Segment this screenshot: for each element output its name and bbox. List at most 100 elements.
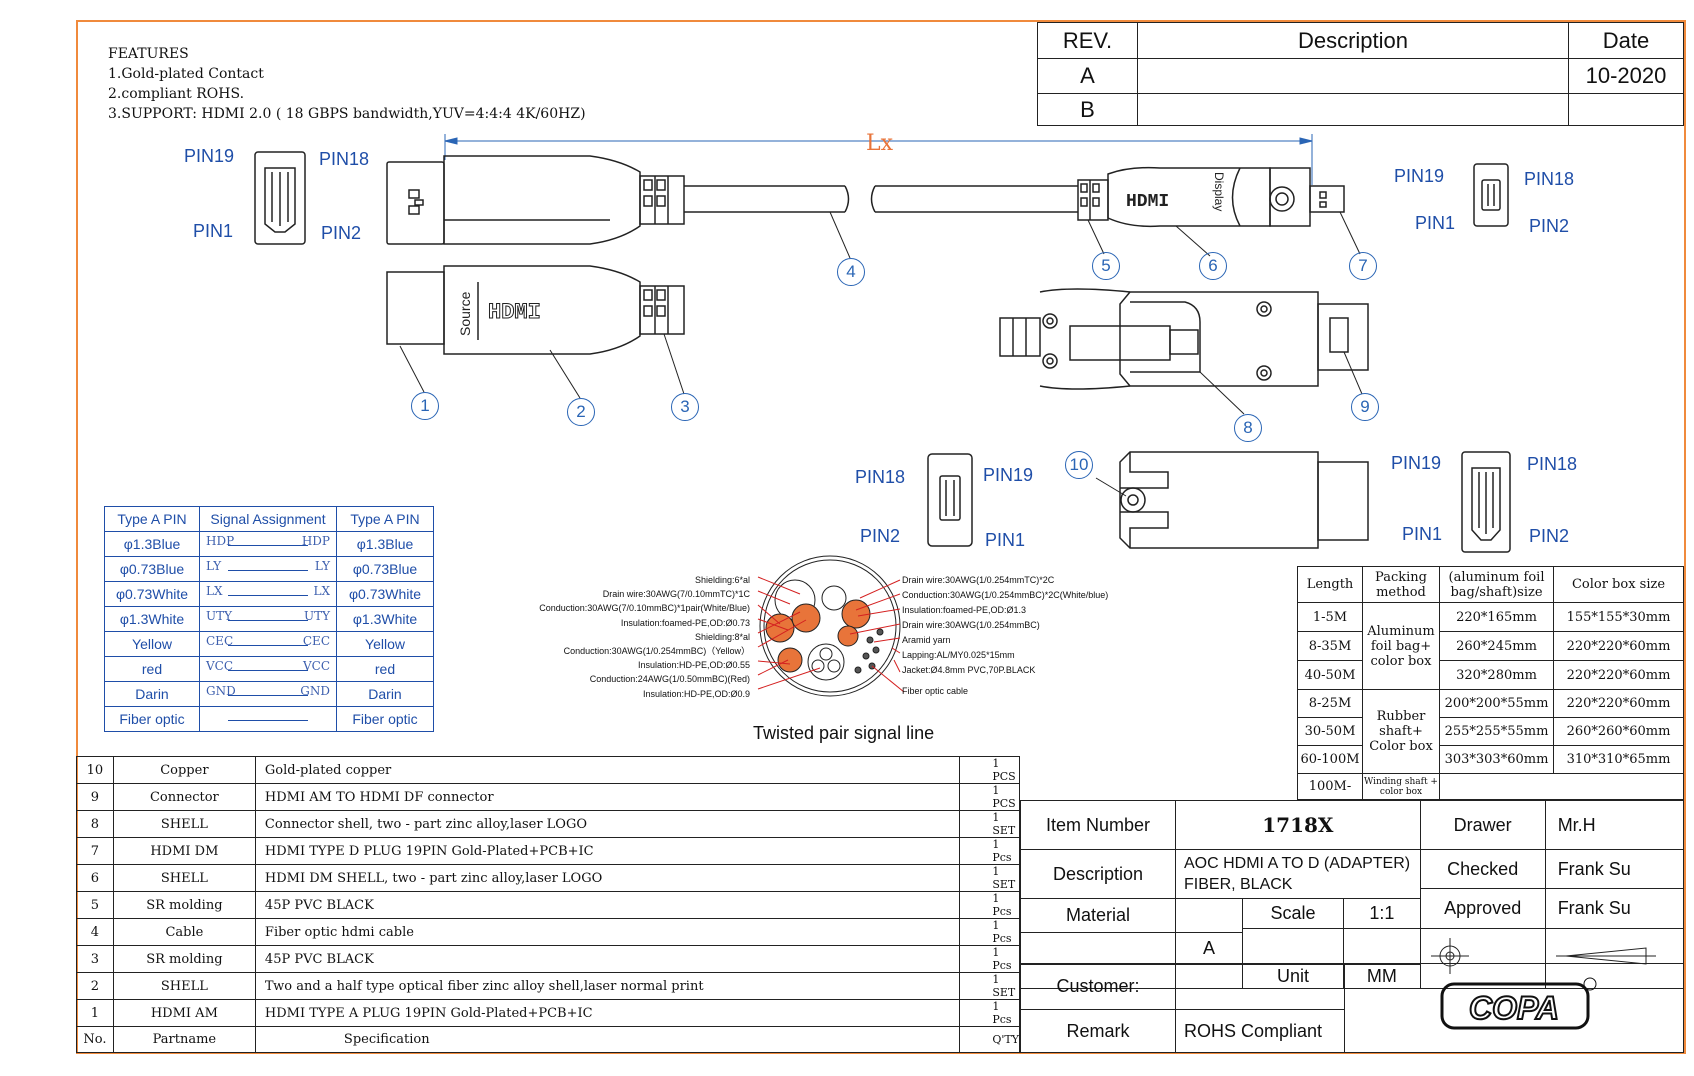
hdmi-d-plug-top (1077, 166, 1345, 228)
description: AOC HDMI A TO D (ADAPTER) FIBER, BLACK (1175, 849, 1421, 899)
signal-line (228, 544, 308, 546)
bom-spec: HDMI TYPE D PLUG 19PIN Gold-Plated+PCB+I… (254, 837, 961, 865)
customer-block: Customer: COPA Remark ROHS Compliant (1020, 963, 1684, 1053)
customer-label: Customer: (1020, 963, 1176, 1010)
copa-logo: COPA (1440, 977, 1597, 1029)
pin-signal (199, 706, 337, 732)
pin-left: φ1.3Blue (104, 531, 200, 557)
bom-partname: HDMI AM (112, 999, 256, 1027)
length-cell: 30-50M (1297, 717, 1363, 746)
description-line: AOC HDMI A TO D (ADAPTER) (1184, 855, 1411, 872)
customer (1175, 963, 1345, 1010)
feature-item: 2.compliant ROHS. (108, 86, 245, 102)
rev-cell: B (1037, 93, 1138, 126)
cable-label: Drain wire:30AWG(1/0.254mmBC) (902, 620, 1040, 630)
hdmi-d-connector-face (927, 163, 1509, 547)
bom-spec: Connector shell, two - part zinc alloy,l… (254, 810, 961, 838)
callout-1: 1 (411, 392, 439, 420)
cable-label: Insulation:HD-PE,OD:Ø0.55 (637, 660, 750, 671)
pin-left: Darin (104, 681, 200, 707)
cable-label: Shielding:8*al (694, 631, 750, 642)
signal-left: CEC (206, 634, 234, 648)
bom-partname: Connector (112, 783, 256, 811)
bom-no: 8 (76, 810, 114, 838)
pin-right: φ1.3White (336, 606, 434, 632)
signal-left: LX (206, 584, 223, 598)
pin2-label: PIN2 (321, 223, 362, 243)
bom-footer: No. (76, 1026, 114, 1053)
item-number-label: Item Number (1020, 800, 1176, 850)
bom-spec: Two and a half type optical fiber zinc a… (254, 972, 961, 1000)
cable-caption: Twisted pair signal line (753, 723, 935, 743)
pin-right: Darin (336, 681, 434, 707)
cable-leader-lines (757, 576, 905, 693)
approved-label: Approved (1419, 888, 1546, 929)
bom-partname: SHELL (112, 972, 256, 1000)
features-block: FEATURES 1.Gold-plated Contact 2.complia… (108, 44, 586, 124)
adapter-shell (999, 288, 1369, 390)
signal-line (228, 669, 308, 671)
scale-label: Scale (1242, 898, 1344, 929)
bom-no: 2 (76, 972, 114, 1000)
pin-left: red (104, 656, 200, 682)
callout-2: 2 (567, 398, 595, 426)
signal-line (228, 719, 308, 721)
cable-label: Aramid yarn (902, 635, 951, 645)
fiber-cable (870, 185, 1078, 213)
pin-left: φ0.73White (104, 581, 200, 607)
bom-no: 1 (76, 999, 114, 1027)
cable-label: Shielding:6*al (694, 575, 750, 585)
bom-partname: HDMI DM (112, 837, 256, 865)
bom-no: 6 (76, 864, 114, 892)
callout-5: 5 (1092, 252, 1120, 280)
cable-label: Conduction:24AWG(1/0.50mmBC)(Red) (589, 674, 750, 685)
packing-header: Packing method (1362, 566, 1440, 603)
signal-left: GND (206, 684, 236, 698)
bom-qty: 1 SET (959, 972, 1020, 1000)
box-cell: 220*220*60mm (1553, 631, 1684, 661)
length-cell: 8-35M (1297, 631, 1363, 661)
remark: ROHS Compliant (1175, 1009, 1345, 1053)
pin19-label: PIN19 (1394, 166, 1445, 186)
bom-partname: Copper (112, 756, 256, 784)
callout-9: 9 (1351, 393, 1379, 421)
bom-spec: 45P PVC BLACK (254, 945, 961, 973)
bom-no: 3 (76, 945, 114, 973)
bom-footer: Specification (254, 1026, 961, 1053)
bom-no: 5 (76, 891, 114, 919)
bom-qty: 1 PCS (959, 783, 1020, 811)
pin1-label: PIN1 (1415, 213, 1456, 233)
pin1-label: PIN1 (985, 530, 1026, 550)
bom-spec: Fiber optic hdmi cable (254, 918, 961, 946)
cable-label: Insulation:HD-PE,OD:Ø0.9 (642, 688, 750, 699)
size-cell: 255*255*55mm (1439, 717, 1554, 746)
bom-qty: 1 Pcs (959, 945, 1020, 973)
bom-no: 10 (76, 756, 114, 784)
bom-spec: HDMI AM TO HDMI DF connector (254, 783, 961, 811)
bom-qty: 1 SET (959, 810, 1020, 838)
feature-item: 1.Gold-plated Contact (108, 66, 264, 82)
hdmi-logo-top: HDMI (1126, 192, 1169, 212)
bom-no: 9 (76, 783, 114, 811)
rev-date-cell: 10-2020 (1568, 58, 1684, 94)
title-block: Item Number 1718X Drawer Mr.H Descriptio… (1020, 800, 1685, 989)
length-cell: 100M- (1297, 773, 1363, 800)
material-label: Material (1020, 897, 1176, 934)
drawing-frame (76, 20, 1686, 1054)
pin-right: Yellow (336, 631, 434, 657)
cable-label: Conduction:30AWG(1/0.254mmBC)*2C(White/b… (902, 590, 1109, 600)
signal-line (228, 594, 308, 596)
rev-header: REV. (1037, 22, 1138, 59)
box-cell: 220*220*60mm (1553, 660, 1684, 690)
drawer-label: Drawer (1419, 800, 1546, 850)
cable-label: Drain wire:30AWG(1/0.254mmTC)*2C (902, 575, 1055, 585)
